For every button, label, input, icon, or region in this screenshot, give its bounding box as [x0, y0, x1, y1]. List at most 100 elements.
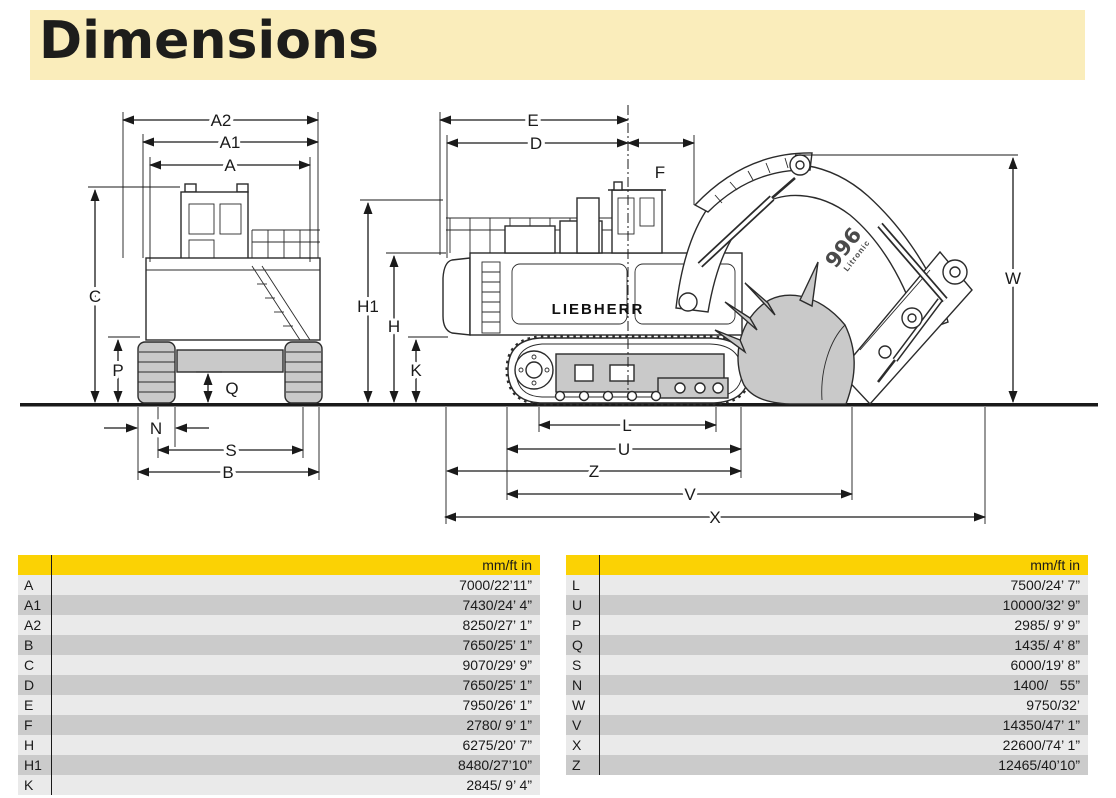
- label-P: P: [112, 361, 123, 380]
- label-A2: A2: [211, 111, 232, 130]
- table-row: A 7000/22’11”: [18, 575, 540, 595]
- dim-value: 1435/ 4’ 8”: [599, 635, 1088, 655]
- label-H: H: [388, 317, 400, 336]
- table-row: B 7650/25’ 1”: [18, 635, 540, 655]
- dim-value: 7950/26’ 1”: [51, 695, 540, 715]
- dim-letter: U: [572, 597, 583, 613]
- dim-letter: F: [24, 717, 33, 733]
- dim-letter: H: [24, 737, 35, 753]
- table-row: A2 8250/27’ 1”: [18, 615, 540, 635]
- label-W: W: [1005, 269, 1021, 288]
- dim-value: 8480/27’10”: [51, 755, 540, 775]
- dim-value: 7500/24’ 7”: [599, 575, 1088, 595]
- label-H1: H1: [357, 297, 379, 316]
- label-D: D: [530, 134, 542, 153]
- table-row: N 1400/ 55”: [566, 675, 1088, 695]
- dim-value: 12465/40’10”: [599, 755, 1088, 775]
- dimensions-diagram: LIEBHERR: [20, 105, 1098, 531]
- dim-letter: Z: [572, 757, 581, 773]
- label-B: B: [222, 463, 233, 482]
- table-row: D 7650/25’ 1”: [18, 675, 540, 695]
- dim-letter: E: [24, 697, 34, 713]
- dim-value: 7430/24’ 4”: [51, 595, 540, 615]
- dim-value: 14350/47’ 1”: [599, 715, 1088, 735]
- dim-letter: B: [24, 637, 34, 653]
- dim-letter: C: [24, 657, 35, 673]
- dim-value: 8250/27’ 1”: [51, 615, 540, 635]
- label-V: V: [684, 485, 696, 504]
- page-title: Dimensions: [39, 11, 379, 71]
- header-letter-cell: [18, 555, 51, 575]
- table-row: W 9750/32’: [566, 695, 1088, 715]
- dim-value: 1400/ 55”: [599, 675, 1088, 695]
- dim-letter: A2: [24, 617, 42, 633]
- label-E: E: [527, 111, 538, 130]
- dim-value: 2845/ 9’ 4”: [51, 775, 540, 795]
- table-row: H1 8480/27’10”: [18, 755, 540, 775]
- dim-letter: K: [24, 777, 34, 793]
- label-L: L: [622, 416, 631, 435]
- table-row: E 7950/26’ 1”: [18, 695, 540, 715]
- label-K: K: [410, 361, 422, 380]
- label-Q: Q: [225, 379, 238, 398]
- table-row: X 22600/74’ 1”: [566, 735, 1088, 755]
- dim-letter: P: [572, 617, 582, 633]
- right-dim-table: mm/ft in L 7500/24’ 7” U 10000/32’ 9” P 298…: [566, 555, 1088, 775]
- label-N: N: [150, 419, 162, 438]
- table-row: F 2780/ 9’ 1”: [18, 715, 540, 735]
- machine-side-view: LIEBHERR: [442, 152, 973, 406]
- table-row: A1 7430/24’ 4”: [18, 595, 540, 615]
- dim-letter: A1: [24, 597, 42, 613]
- dim-letter: W: [572, 697, 586, 713]
- table-row: Z 12465/40’10”: [566, 755, 1088, 775]
- title-banner: Dimensions: [30, 10, 1085, 80]
- dim-letter: Q: [572, 637, 583, 653]
- table-header: mm/ft in: [18, 555, 540, 575]
- label-U: U: [618, 440, 630, 459]
- dim-value: 7000/22’11”: [51, 575, 540, 595]
- liebherr-logo: LIEBHERR: [552, 301, 645, 318]
- table-row: U 10000/32’ 9”: [566, 595, 1088, 615]
- dim-value: 22600/74’ 1”: [599, 735, 1088, 755]
- label-A1: A1: [220, 133, 241, 152]
- table-row: Q 1435/ 4’ 8”: [566, 635, 1088, 655]
- unit-header: mm/ft in: [599, 555, 1088, 575]
- table-row: L 7500/24’ 7”: [566, 575, 1088, 595]
- dim-value: 6000/19’ 8”: [599, 655, 1088, 675]
- label-F: F: [655, 163, 665, 182]
- dimension-labels: A2 A1 A C P Q N S B E D F H1 H K W L U Z…: [85, 108, 1024, 531]
- label-C: C: [89, 287, 101, 306]
- unit-header: mm/ft in: [51, 555, 540, 575]
- dim-value: 9750/32’: [599, 695, 1088, 715]
- dim-letter: D: [24, 677, 35, 693]
- machine-rear-view: [137, 183, 323, 404]
- dimension-lines: [90, 115, 1018, 522]
- label-S: S: [225, 441, 236, 460]
- label-Z: Z: [589, 462, 599, 481]
- dim-letter: A: [24, 577, 34, 593]
- left-dim-table: mm/ft in A 7000/22’11” A1 7430/24’ 4” A2 82…: [18, 555, 540, 795]
- table-row: P 2985/ 9’ 9”: [566, 615, 1088, 635]
- dim-letter: X: [572, 737, 582, 753]
- table-row: S 6000/19’ 8”: [566, 655, 1088, 675]
- dim-value: 7650/25’ 1”: [51, 675, 540, 695]
- dim-value: 9070/29’ 9”: [51, 655, 540, 675]
- dim-value: 2985/ 9’ 9”: [599, 615, 1088, 635]
- dim-value: 2780/ 9’ 1”: [51, 715, 540, 735]
- dim-letter: L: [572, 577, 580, 593]
- label-A: A: [224, 156, 236, 175]
- dim-letter: N: [572, 677, 583, 693]
- table-row: V 14350/47’ 1”: [566, 715, 1088, 735]
- dim-value: 7650/25’ 1”: [51, 635, 540, 655]
- table-row: K 2845/ 9’ 4”: [18, 775, 540, 795]
- label-X: X: [709, 508, 720, 527]
- table-header: mm/ft in: [566, 555, 1088, 575]
- dim-letter: V: [572, 717, 582, 733]
- table-row: C 9070/29’ 9”: [18, 655, 540, 675]
- dim-value: 10000/32’ 9”: [599, 595, 1088, 615]
- dim-letter: S: [572, 657, 582, 673]
- model-996-logo: 996 Litronic: [821, 223, 872, 273]
- dim-letter: H1: [24, 757, 42, 773]
- header-letter-cell: [566, 555, 599, 575]
